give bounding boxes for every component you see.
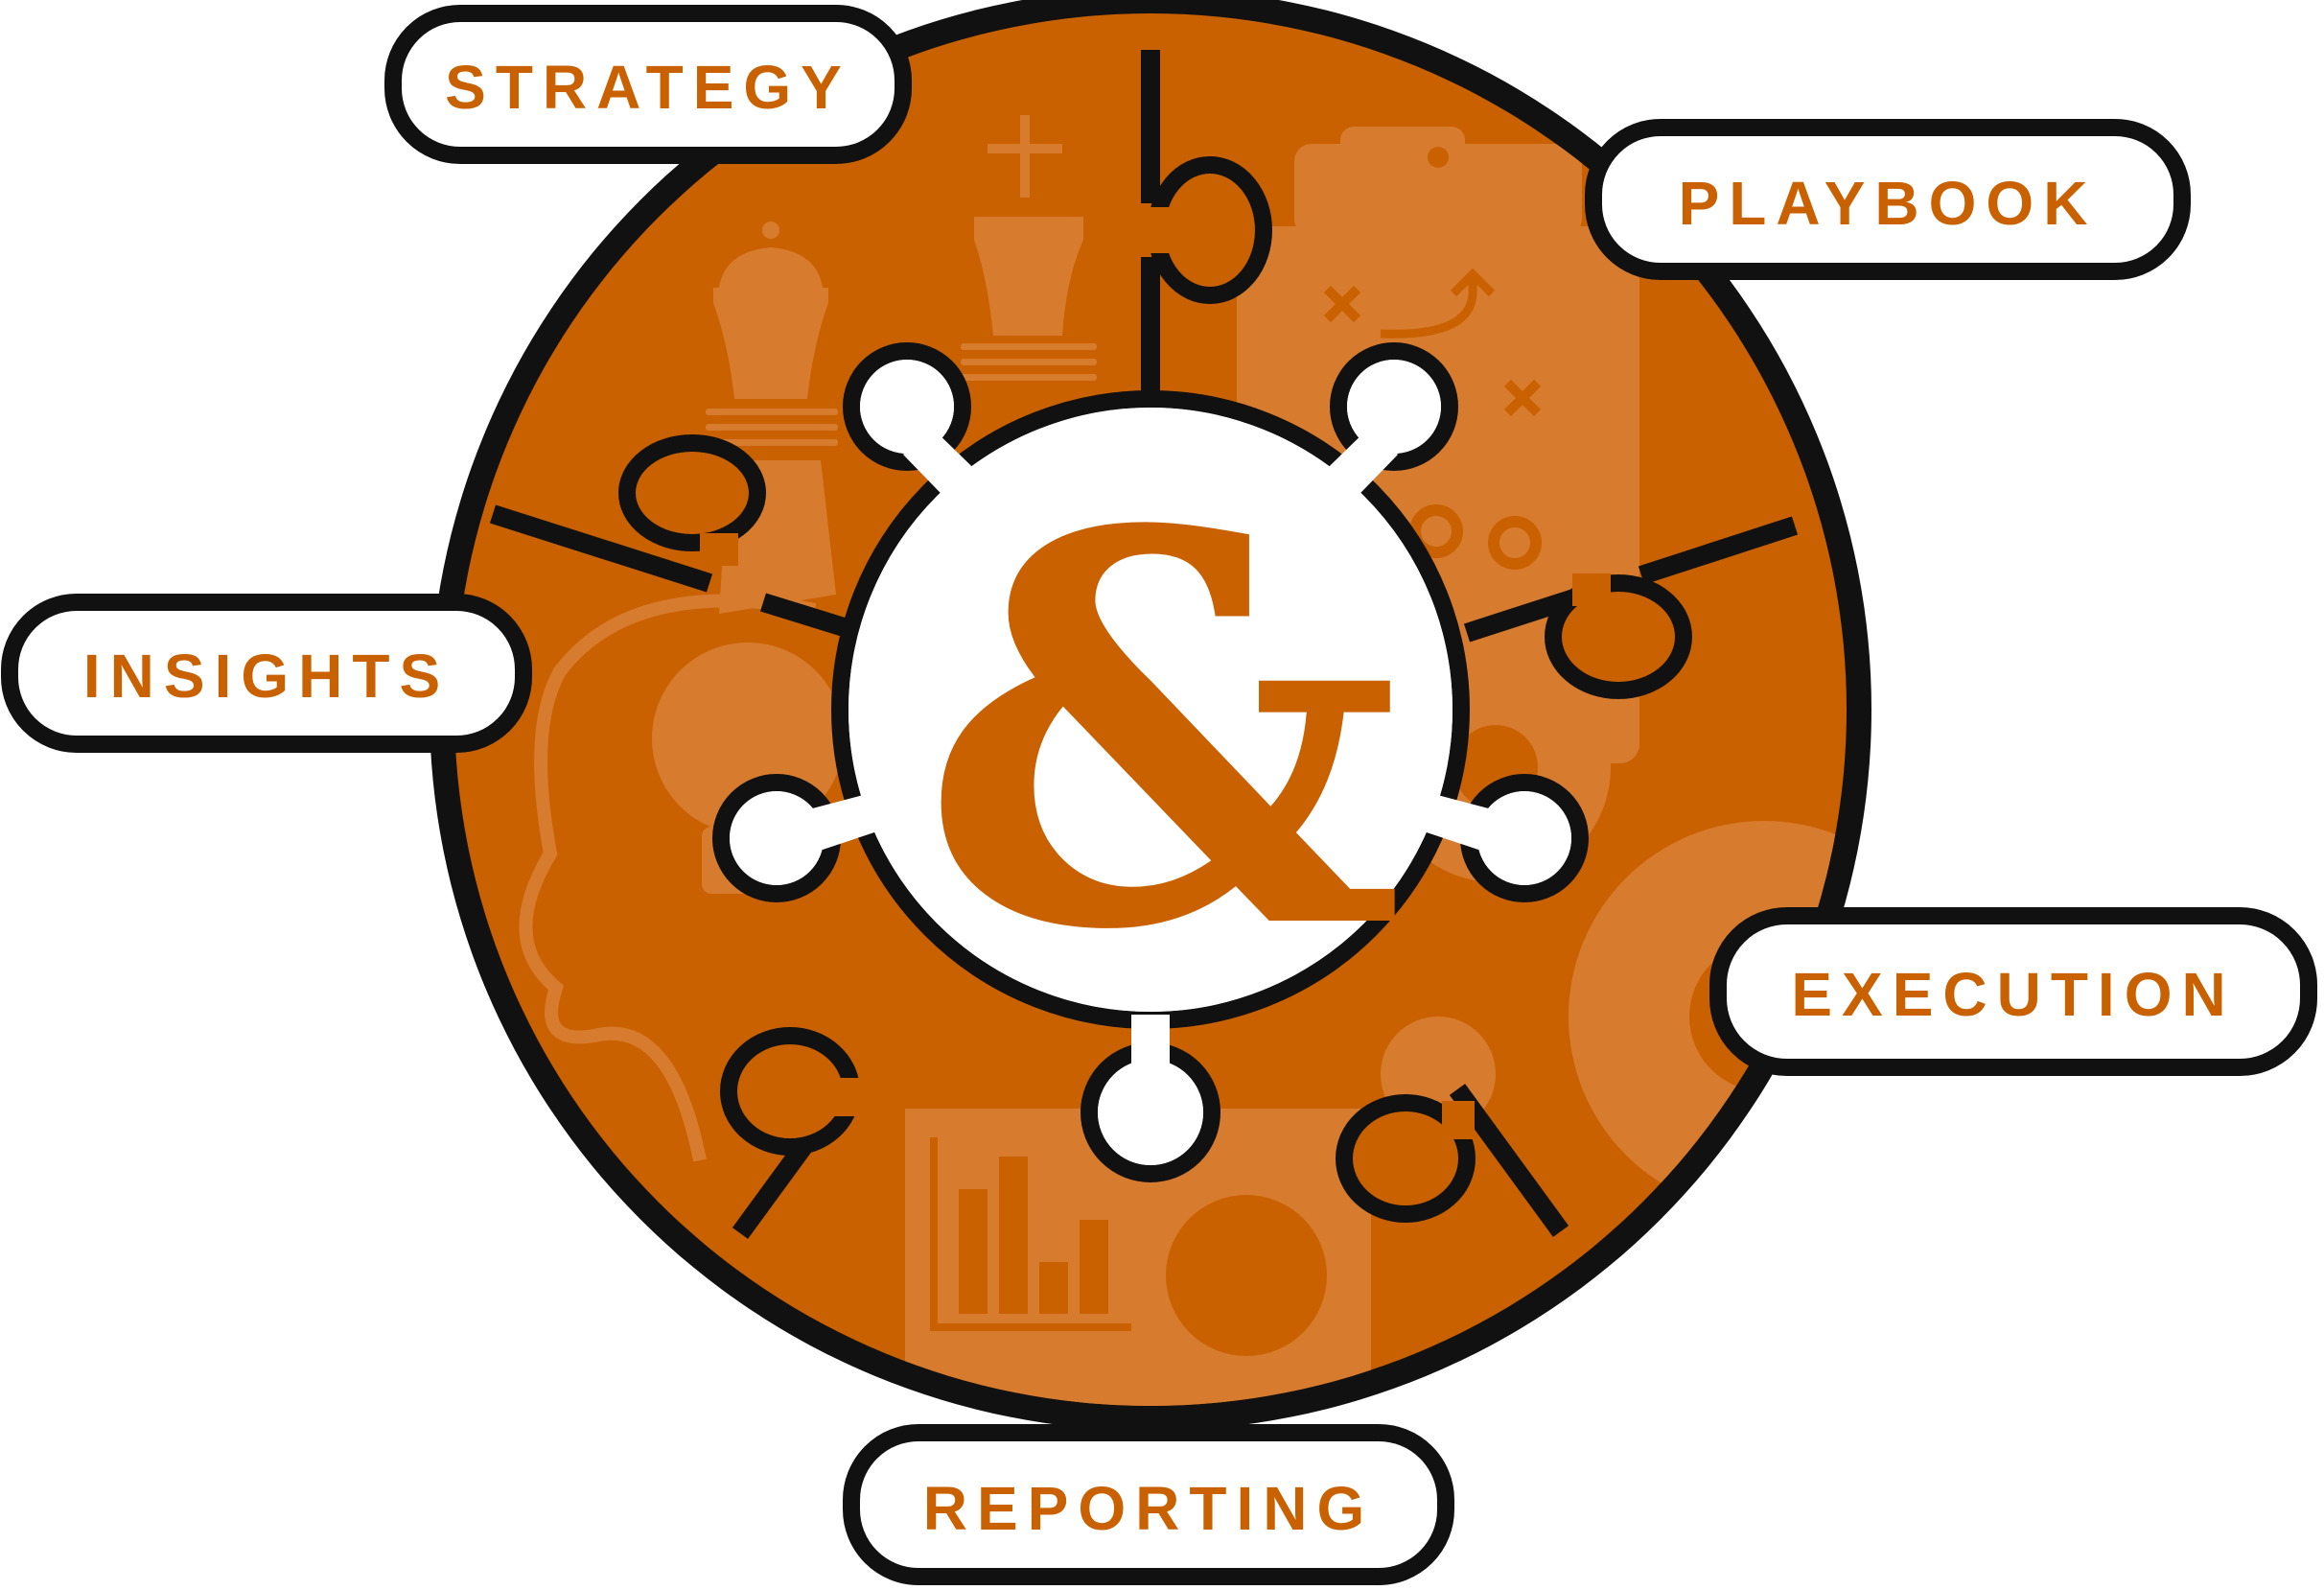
label-insights[interactable]: INSIGHTS — [1, 594, 532, 753]
label-insights-text: INSIGHTS — [83, 642, 450, 711]
ampersand-icon: & — [919, 417, 1405, 1048]
label-strategy[interactable]: STRATEGY — [384, 5, 912, 164]
label-playbook-text: PLAYBOOK — [1679, 169, 2098, 238]
label-execution[interactable]: EXECUTION — [1709, 907, 2317, 1076]
label-strategy-text: STRATEGY — [445, 53, 851, 122]
label-execution-text: EXECUTION — [1791, 960, 2235, 1029]
center-hub: & — [712, 342, 1589, 1182]
label-reporting[interactable]: REPORTING — [843, 1424, 1454, 1585]
label-playbook[interactable]: PLAYBOOK — [1585, 119, 2191, 280]
label-reporting-text: REPORTING — [923, 1474, 1374, 1543]
